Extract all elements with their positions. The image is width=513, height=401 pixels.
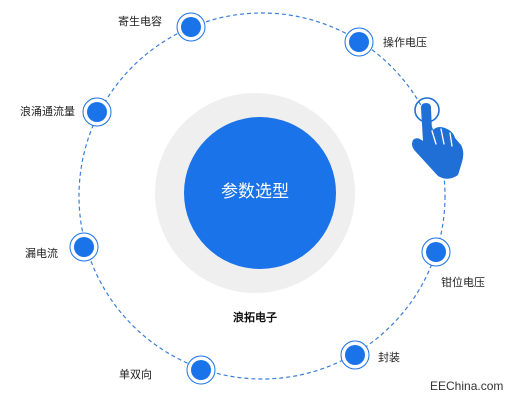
node-surge-current[interactable] [82, 97, 112, 127]
node-label-surge-current: 浪涌通流量 [20, 105, 75, 118]
center-title: 参数选型 [221, 182, 289, 202]
node-operating-voltage[interactable] [344, 27, 374, 57]
node-clamping-voltage[interactable] [421, 237, 451, 267]
node-label-parasitic-capacitance: 寄生电容 [118, 15, 162, 28]
orbit-ring [78, 12, 446, 380]
node-label-package: 封装 [378, 351, 400, 364]
node-label-operating-voltage: 操作电压 [383, 36, 427, 49]
node-label-clamping-voltage: 钳位电压 [441, 276, 485, 289]
brand-label: 浪拓电子 [233, 311, 277, 324]
node-parasitic-capacitance[interactable] [176, 12, 206, 42]
pointing-hand-icon [412, 97, 464, 179]
center-disc[interactable] [184, 117, 336, 269]
node-uni-bi-directional[interactable] [186, 355, 216, 385]
node-label-leakage-current: 漏电流 [25, 247, 58, 260]
node-package[interactable] [340, 340, 370, 370]
node-leakage-current[interactable] [69, 232, 99, 262]
watermark: EEChina.com [430, 379, 504, 393]
node-label-uni-bi-directional: 单双向 [119, 368, 152, 381]
